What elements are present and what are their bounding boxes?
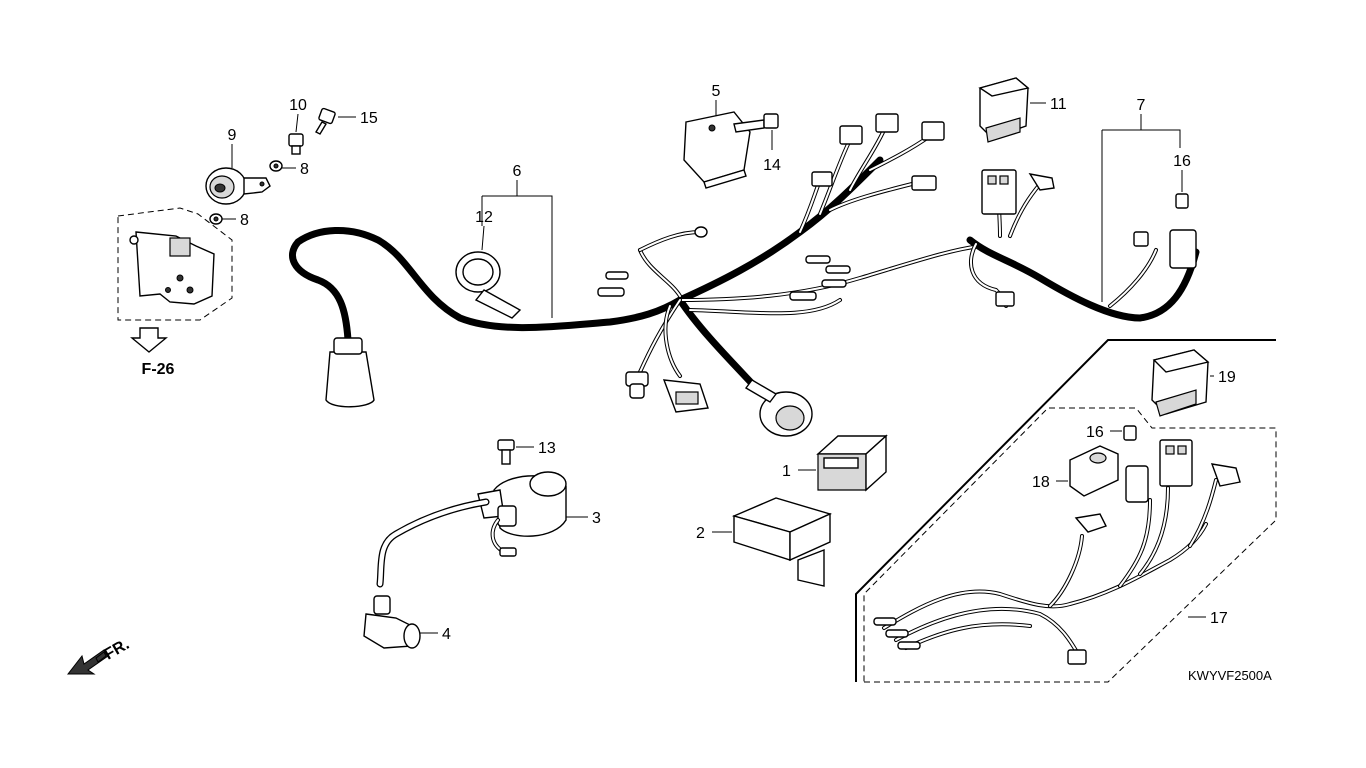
callout-11: 11 [1050, 96, 1067, 113]
kit-harness-part [873, 439, 1241, 665]
kit-fuse-part [1123, 425, 1137, 441]
sub-harness-part [966, 169, 1200, 322]
washer-part [209, 160, 283, 225]
ignition-coil-part [477, 471, 567, 557]
fuse-part [1175, 193, 1189, 209]
callout-16-upper: 16 [1173, 153, 1191, 170]
callout-4: 4 [442, 626, 451, 643]
callout-19: 19 [1218, 369, 1236, 386]
relay-bolt-part [733, 113, 779, 133]
cable-band-part [455, 251, 522, 319]
front-arrow-icon [66, 649, 109, 675]
callout-16-lower: 16 [1086, 424, 1104, 441]
main-wire-harness [289, 113, 982, 437]
callout-3: 3 [592, 510, 601, 527]
kit-relay-part [1151, 349, 1210, 417]
callout-9: 9 [228, 127, 237, 144]
callout-14: 14 [763, 157, 781, 174]
front-direction-label: FR. [102, 636, 133, 664]
bracket-assembly [117, 207, 233, 353]
case-part [816, 434, 888, 492]
callout-2: 2 [696, 525, 705, 542]
reference-label: F-26 [142, 361, 175, 378]
fuse-cover-part [1069, 445, 1119, 497]
callout-18: 18 [1032, 474, 1050, 491]
callout-10: 10 [289, 97, 307, 114]
bolt-part [315, 107, 336, 135]
cdi-unit-part [731, 497, 833, 587]
relay-part [978, 77, 1030, 143]
winker-relay-part [683, 111, 751, 189]
callout-8-bottom: 8 [240, 212, 249, 229]
coil-bolt-part [497, 439, 515, 465]
kit-frame [855, 339, 1276, 682]
callout-1: 1 [782, 463, 791, 480]
callout-12: 12 [475, 209, 493, 226]
callout-6: 6 [513, 163, 522, 180]
callout-7: 7 [1137, 97, 1146, 114]
callout-8-top: 8 [300, 161, 309, 178]
callout-13: 13 [538, 440, 556, 457]
kit-dashed-outline [863, 407, 1277, 683]
callout-5: 5 [712, 83, 721, 100]
callout-15: 15 [360, 110, 378, 127]
horn-part [205, 167, 271, 205]
diagram-code: KWYVF2500A [1188, 668, 1272, 683]
callout-17: 17 [1210, 610, 1228, 627]
nut-part [288, 133, 304, 155]
plug-cap-part [363, 498, 490, 649]
